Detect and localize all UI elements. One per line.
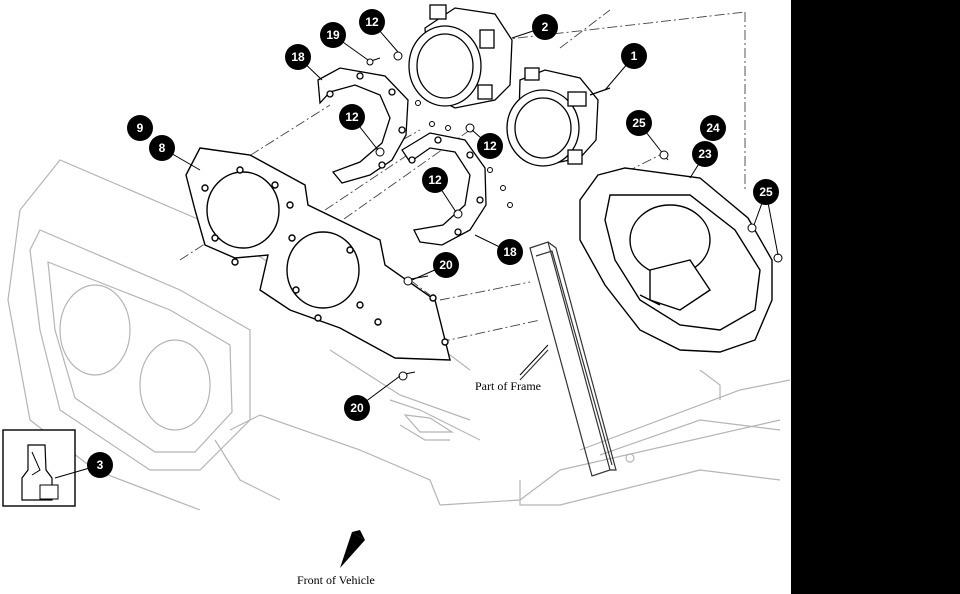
- svg-text:8: 8: [159, 141, 166, 155]
- svg-text:23: 23: [698, 147, 712, 161]
- callout-12-right: 12: [477, 133, 503, 159]
- callout-20-upper: 20: [433, 252, 459, 278]
- callout-3: 3: [87, 452, 113, 478]
- callout-1: 1: [621, 43, 647, 69]
- fasteners: [366, 51, 783, 381]
- callout-9: 9: [127, 115, 153, 141]
- svg-text:25: 25: [759, 185, 773, 199]
- svg-text:1: 1: [631, 49, 638, 63]
- svg-text:18: 18: [291, 50, 305, 64]
- callout-19: 19: [320, 22, 346, 48]
- callout-12-top: 12: [359, 9, 385, 35]
- callout-25-right: 25: [753, 179, 779, 205]
- callout-18-lower: 18: [497, 239, 523, 265]
- part-of-frame-label: Part of Frame: [475, 379, 541, 393]
- bulb-inset: [2, 429, 76, 507]
- svg-text:2: 2: [542, 20, 549, 34]
- front-arrow-icon: [340, 530, 365, 568]
- callout-24: 24: [700, 115, 726, 141]
- headlight-housing: [579, 167, 773, 353]
- frame-bar: [519, 241, 617, 477]
- svg-text:20: 20: [350, 401, 364, 415]
- headlamp-1: [506, 67, 611, 167]
- exploded-headlight-diagram: 1 2 3 8 9 12 12 12: [2, 4, 791, 587]
- callout-20-lower: 20: [344, 395, 370, 421]
- callout-2: 2: [532, 14, 558, 40]
- svg-text:20: 20: [439, 258, 453, 272]
- callouts: 1 2 3 8 9 12 12 12: [87, 9, 779, 478]
- callout-12-left: 12: [339, 104, 365, 130]
- ring-bracket-lower: [401, 132, 487, 246]
- black-margin: [791, 0, 960, 594]
- svg-text:3: 3: [97, 458, 104, 472]
- callout-12-lower: 12: [422, 167, 448, 193]
- svg-text:12: 12: [483, 139, 497, 153]
- callout-8: 8: [149, 135, 175, 161]
- svg-text:19: 19: [326, 28, 340, 42]
- svg-text:9: 9: [137, 121, 144, 135]
- svg-text:24: 24: [706, 121, 720, 135]
- mounting-bracket: [185, 147, 451, 361]
- front-of-vehicle-label: Front of Vehicle: [297, 573, 375, 587]
- svg-text:25: 25: [632, 116, 646, 130]
- callout-25-left: 25: [626, 110, 652, 136]
- headlamp-2: [408, 4, 513, 109]
- svg-text:12: 12: [428, 173, 442, 187]
- vehicle-body-outline: [7, 159, 791, 511]
- svg-text:12: 12: [365, 15, 379, 29]
- svg-text:18: 18: [503, 245, 517, 259]
- diagram-canvas: 1 2 3 8 9 12 12 12: [0, 0, 791, 594]
- svg-text:12: 12: [345, 110, 359, 124]
- ring-bracket-upper: [317, 67, 409, 184]
- callout-18-upper: 18: [285, 44, 311, 70]
- callout-23: 23: [692, 141, 718, 167]
